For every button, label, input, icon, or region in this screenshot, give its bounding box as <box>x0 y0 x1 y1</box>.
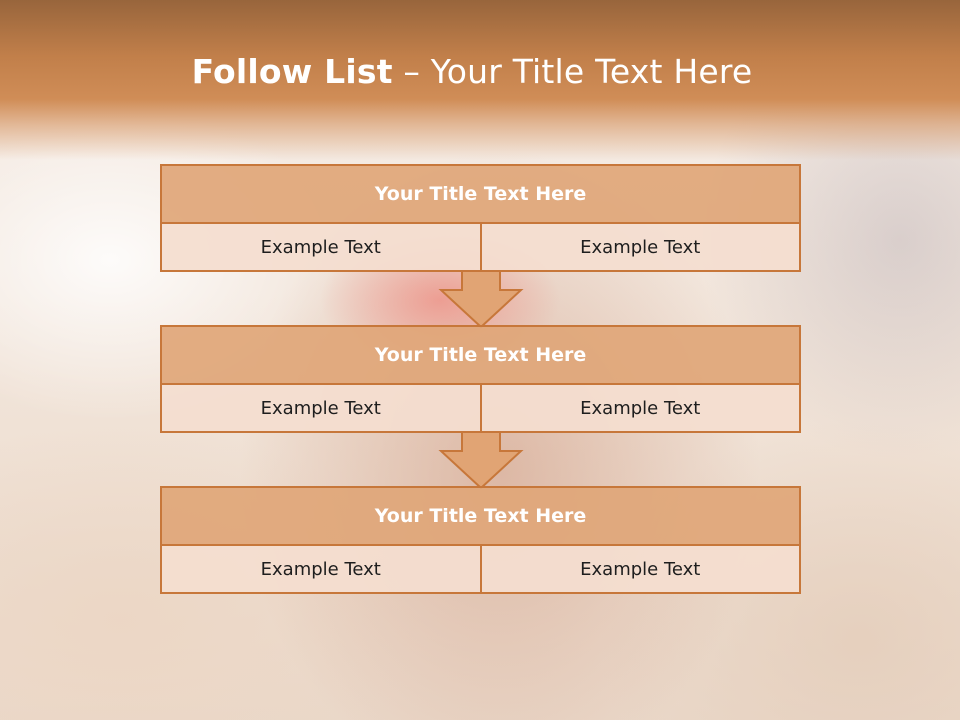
list-block-1: Your Title Text Here Example Text Exampl… <box>160 164 801 272</box>
block-title: Your Title Text Here <box>162 327 799 385</box>
block-body: Example Text Example Text <box>162 546 799 592</box>
block-title: Your Title Text Here <box>162 488 799 546</box>
block-cell-left: Example Text <box>260 558 381 580</box>
list-block-2: Your Title Text Here Example Text Exampl… <box>160 325 801 433</box>
slide-title: Follow List – Your Title Text Here <box>0 52 944 91</box>
block-cell-right: Example Text <box>479 546 800 592</box>
slide-title-rest: – Your Title Text Here <box>392 52 753 91</box>
block-cell-left: Example Text <box>260 236 381 258</box>
header-band <box>0 0 960 160</box>
block-cell-left: Example Text <box>260 397 381 419</box>
block-title: Your Title Text Here <box>162 166 799 224</box>
block-body: Example Text Example Text <box>162 224 799 270</box>
slide-title-bold: Follow List <box>191 52 393 91</box>
block-body: Example Text Example Text <box>162 385 799 431</box>
list-block-3: Your Title Text Here Example Text Exampl… <box>160 486 801 594</box>
down-arrow-icon <box>438 431 524 490</box>
block-cell-right: Example Text <box>479 224 800 270</box>
block-cell-right: Example Text <box>479 385 800 431</box>
down-arrow-icon <box>438 270 524 329</box>
